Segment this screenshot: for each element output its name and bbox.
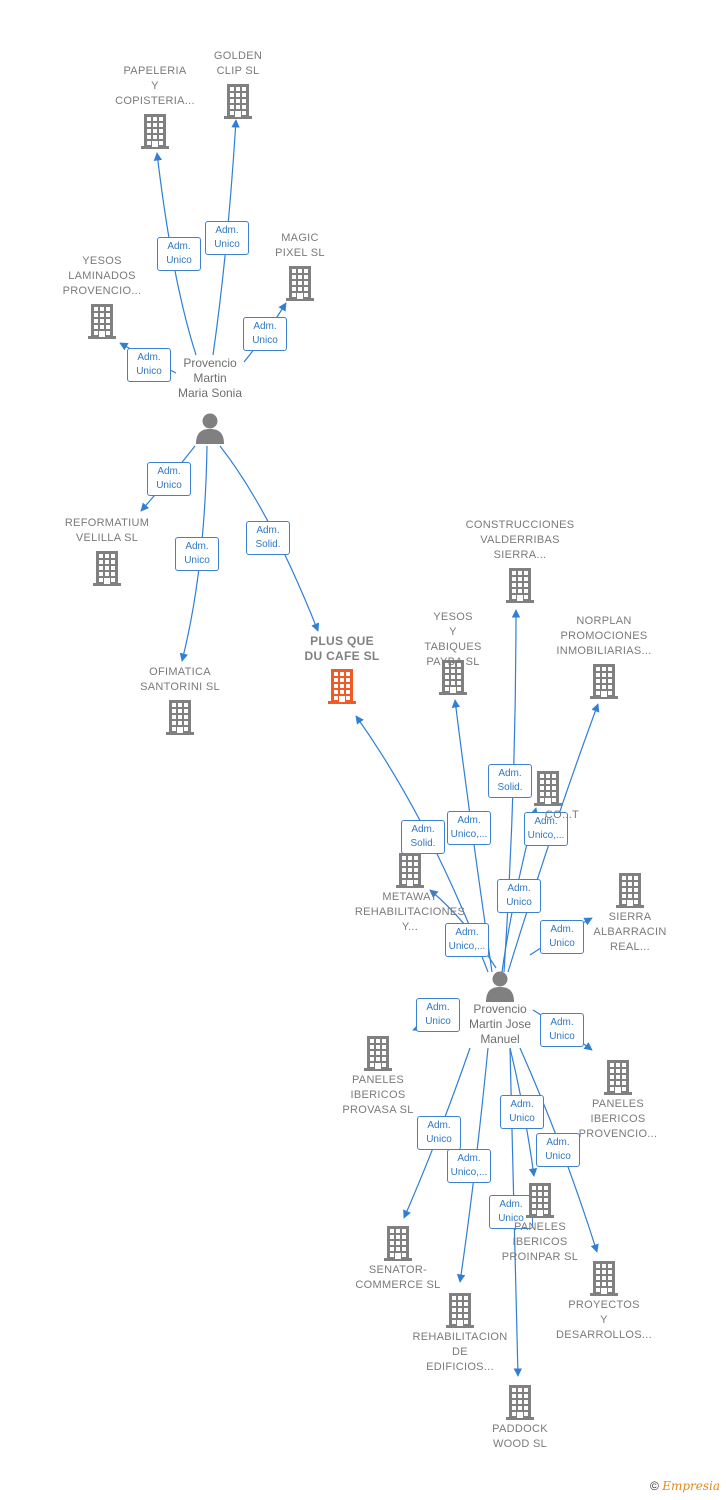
building-icon[interactable] (589, 1260, 619, 1296)
building-icon[interactable] (327, 668, 357, 704)
relation-label-jose-panprov[interactable]: Adm. Unico (540, 1013, 584, 1047)
company-label-yesoslam[interactable]: YESOS LAMINADOS PROVENCIO... (62, 255, 142, 297)
building-icon[interactable] (445, 1292, 475, 1328)
person-icon[interactable] (484, 970, 516, 1002)
company-label-senator[interactable]: SENATOR- COMMERCE SL (355, 1264, 441, 1291)
company-label-proinpar[interactable]: PANELES IBERICOS PROINPAR SL (501, 1221, 579, 1263)
relation-label-jose-proinpar[interactable]: Adm. Unico (500, 1095, 544, 1129)
company-label-panprov[interactable]: PANELES IBERICOS PROVENCIO... (578, 1098, 658, 1140)
company-label-norplan[interactable]: NORPLAN PROMOCIONES INMOBILIARIAS... (556, 615, 652, 657)
footer: © Empresia (650, 1479, 720, 1493)
relation-label-sonia-ofimatica[interactable]: Adm. Unico (175, 537, 219, 571)
company-label-ofimatica[interactable]: OFIMATICA SANTORINI SL (140, 666, 220, 693)
relation-label-jose-co[interactable]: Adm. Unico (497, 879, 541, 913)
relation-label-jose-provasa[interactable]: Adm. Unico (416, 998, 460, 1032)
building-icon[interactable] (165, 699, 195, 735)
relation-label-jose-rehab[interactable]: Adm. Unico,... (447, 1149, 491, 1183)
company-label-proyectos[interactable]: PROYECTOS Y DESARROLLOS... (556, 1299, 652, 1341)
building-icon[interactable] (140, 113, 170, 149)
company-label-metaway[interactable]: METAWAY REHABILITACIONES Y... (354, 891, 466, 933)
building-icon[interactable] (589, 663, 619, 699)
relation-label-jose-plusque[interactable]: Adm. Solid. (401, 820, 445, 854)
company-label-co[interactable]: CO...T (544, 809, 580, 821)
person-label-sonia[interactable]: Provencio Martin Maria Sonia (177, 356, 243, 400)
building-icon[interactable] (505, 567, 535, 603)
company-label-magic[interactable]: MAGIC PIXEL SL (275, 232, 325, 259)
company-label-rehab[interactable]: REHABILITACION DE EDIFICIOS... (412, 1331, 508, 1373)
relation-label-jose-proyectos[interactable]: Adm. Unico (536, 1133, 580, 1167)
relation-label-sonia-papeleria[interactable]: Adm. Unico (157, 237, 201, 271)
relation-label-jose-yesostab[interactable]: Adm. Unico,... (447, 811, 491, 845)
relation-label-jose-senator[interactable]: Adm. Unico (417, 1116, 461, 1150)
building-icon[interactable] (505, 1384, 535, 1420)
relation-label-sonia-magic[interactable]: Adm. Unico (243, 317, 287, 351)
building-icon[interactable] (92, 550, 122, 586)
building-icon[interactable] (615, 872, 645, 908)
building-icon[interactable] (438, 659, 468, 695)
person-icon[interactable] (194, 412, 226, 444)
company-label-yesostab[interactable]: YESOS Y TABIQUES PAYBA SL (424, 611, 482, 668)
building-icon[interactable] (525, 1182, 555, 1218)
building-icon[interactable] (603, 1059, 633, 1095)
company-label-provasa[interactable]: PANELES IBERICOS PROVASA SL (342, 1074, 414, 1116)
company-label-sierra[interactable]: SIERRA ALBARRACIN REAL... (593, 911, 667, 953)
empresia-logo[interactable]: Empresia (662, 1479, 720, 1493)
building-icon[interactable] (87, 303, 117, 339)
copyright-symbol: © (650, 1479, 659, 1493)
company-label-plusque[interactable]: PLUS QUE DU CAFE SL (304, 634, 380, 663)
company-label-paddock[interactable]: PADDOCK WOOD SL (492, 1423, 548, 1450)
relation-label-sonia-golden[interactable]: Adm. Unico (205, 221, 249, 255)
building-icon[interactable] (363, 1035, 393, 1071)
company-label-reformatium[interactable]: REFORMATIUM VELILLA SL (64, 517, 150, 544)
relation-label-jose-metaway[interactable]: Adm. Unico,... (445, 923, 489, 957)
relation-label-jose-norplan[interactable]: Adm. Unico,... (524, 812, 568, 846)
building-icon[interactable] (223, 83, 253, 119)
building-icon[interactable] (285, 265, 315, 301)
building-icon[interactable] (533, 770, 563, 806)
relation-label-sonia-reformatium[interactable]: Adm. Unico (147, 462, 191, 496)
company-label-construcciones[interactable]: CONSTRUCCIONES VALDERRIBAS SIERRA... (465, 519, 575, 561)
company-label-golden[interactable]: GOLDEN CLIP SL (213, 50, 263, 77)
company-label-papeleria[interactable]: PAPELERIA Y COPISTERIA... (115, 65, 195, 107)
relation-label-sonia-plusque[interactable]: Adm. Solid. (246, 521, 290, 555)
building-icon[interactable] (383, 1225, 413, 1261)
person-label-jose[interactable]: Provencio Martin Jose Manuel (468, 1002, 532, 1046)
relation-label-jose-paddock[interactable]: Adm. Unico (489, 1195, 533, 1229)
relation-label-sonia-yesoslam[interactable]: Adm. Unico (127, 348, 171, 382)
relation-label-jose-sierra[interactable]: Adm. Unico (540, 920, 584, 954)
relation-label-jose-construcciones[interactable]: Adm. Solid. (488, 764, 532, 798)
building-icon[interactable] (395, 852, 425, 888)
